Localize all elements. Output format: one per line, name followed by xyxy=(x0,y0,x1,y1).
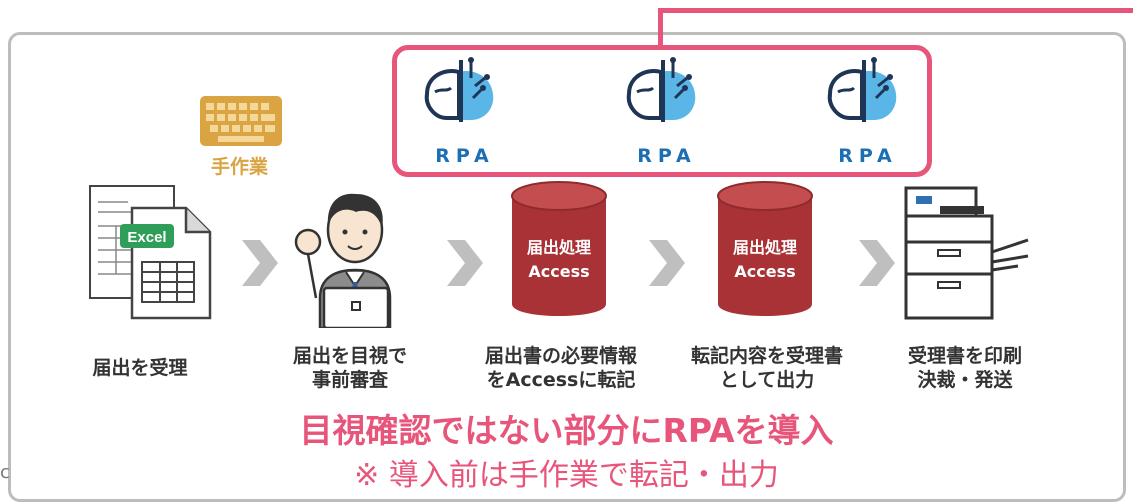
ai-brain-icon xyxy=(626,57,696,122)
chevron-right-icon xyxy=(859,240,895,286)
database-title: 届出処理 xyxy=(526,238,591,257)
database-label-2: 届出処理 Access xyxy=(716,236,814,284)
ai-brain-icon xyxy=(827,57,897,122)
database-app: Access xyxy=(734,262,796,281)
connector-line-vertical xyxy=(658,8,663,48)
rpa-label: RPA xyxy=(435,145,495,167)
step-label-review: 届出を目視で 事前審査 xyxy=(292,345,407,391)
ai-brain-icon xyxy=(424,57,494,122)
document-excel-icon: Excel xyxy=(89,185,212,320)
rpa-item-3: RPA xyxy=(818,50,918,175)
printer-icon xyxy=(904,186,1029,320)
subline: ※ 導入前は手作業で転記・出力 xyxy=(354,458,779,493)
step-label-receive: 届出を受理 xyxy=(92,357,188,379)
chevron-right-icon xyxy=(242,240,278,286)
corner-text: c xyxy=(0,462,10,483)
person-at-laptop-icon xyxy=(294,193,392,328)
rpa-label: RPA xyxy=(637,145,697,167)
excel-badge: Excel xyxy=(127,229,166,246)
keyboard-icon xyxy=(200,96,282,146)
rpa-item-2: RPA xyxy=(617,50,717,175)
chevron-right-icon xyxy=(447,240,483,286)
chevron-right-icon xyxy=(649,240,685,286)
database-title: 届出処理 xyxy=(732,238,797,257)
manual-work-label: 手作業 xyxy=(211,156,269,178)
step-label-print: 受理書を印刷 決裁・発送 xyxy=(907,345,1022,391)
database-app: Access xyxy=(528,262,590,281)
rpa-item-1: RPA xyxy=(415,50,515,175)
step-label-output: 転記内容を受理書 として出力 xyxy=(690,345,843,391)
database-icon xyxy=(511,181,607,316)
rpa-label: RPA xyxy=(838,145,898,167)
headline: 目視確認ではない部分にRPAを導入 xyxy=(299,411,834,450)
connector-line xyxy=(658,8,1133,13)
step-label-transcribe: 届出書の必要情報 をAccessに転記 xyxy=(484,345,637,391)
database-label-1: 届出処理 Access xyxy=(510,236,608,284)
database-icon xyxy=(717,181,813,316)
